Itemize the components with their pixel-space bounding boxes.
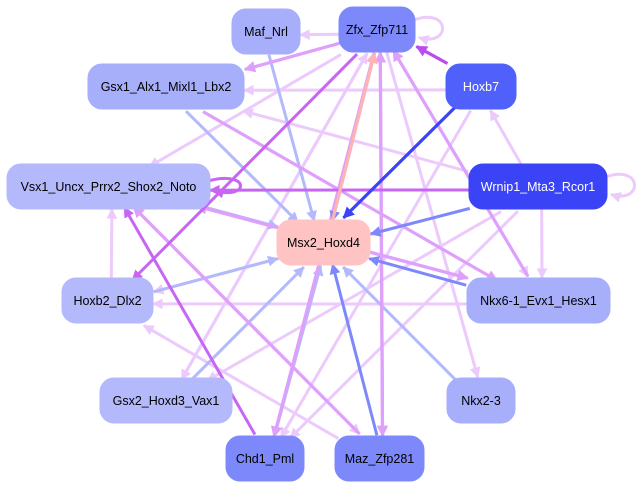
edge-nkx2-to-msx2 — [342, 266, 457, 382]
node-box — [231, 8, 301, 55]
node-label: Msx2_Hoxd4 — [287, 236, 360, 250]
node-label: Maz_Zfp281 — [345, 452, 415, 466]
edge-hoxb7-to-zfx_zfp711 — [415, 45, 449, 65]
node-label: Wrnip1_Mta3_Rcor1 — [481, 180, 595, 194]
node-label: Hoxb2_Dlx2 — [73, 294, 141, 308]
node-label: Hoxb7 — [463, 80, 499, 94]
node-box — [61, 277, 154, 324]
edge-zfx_zfp711-to-gsx1 — [243, 41, 341, 73]
edge-wrnip1-to-hoxb7 — [489, 109, 524, 167]
edge-zfx_zfp711-to-vsx1 — [148, 53, 342, 168]
node-nkx2-3[interactable]: Nkx2-3 — [446, 377, 516, 424]
node-vsx1-uncx-prrx2-shox2-noto[interactable]: Vsx1_Uncx_Prrx2_Shox2_Noto — [6, 163, 211, 210]
node-box — [334, 435, 425, 482]
edge-hoxb7-to-msx2 — [342, 105, 457, 220]
edge-msx2-to-zfx_zfp711 — [330, 51, 378, 222]
self-loop-zfx_zfp711 — [414, 15, 444, 46]
edge-hoxb2-to-msx2 — [153, 255, 279, 294]
edge-maf_nrl-to-msx2 — [267, 54, 317, 222]
node-box — [99, 377, 233, 424]
self-loop-wrnip1 — [606, 172, 636, 203]
node-box — [468, 163, 608, 210]
edge-gsx1-to-nkx6 — [202, 110, 499, 282]
edge-hoxb2-to-vsx1 — [106, 207, 118, 279]
edge-gsx2-to-zfx_zfp711 — [180, 52, 369, 381]
edge-zfx_zfp711-to-nkx2 — [384, 50, 481, 379]
node-label: Gsx1_Alx1_Mixl1_Lbx2 — [101, 80, 232, 94]
edge-maz-to-hoxb2 — [142, 324, 340, 440]
edge-wrnip1-to-gsx2 — [206, 210, 502, 382]
node-nkx6-1-evx1-hesx1[interactable]: Nkx6-1_Evx1_Hesx1 — [466, 277, 611, 324]
node-box — [338, 6, 416, 53]
node-box — [446, 377, 516, 424]
node-box — [6, 163, 211, 210]
node-gsx2-hoxd3-vax1[interactable]: Gsx2_Hoxd3_Vax1 — [99, 377, 233, 424]
node-wrnip1-mta3-rcor1[interactable]: Wrnip1_Mta3_Rcor1 — [468, 163, 608, 210]
edge-hoxb7-to-chd1 — [279, 109, 473, 439]
self-loop-vsx1 — [209, 177, 242, 199]
node-hoxb7[interactable]: Hoxb7 — [445, 63, 517, 110]
node-label: Zfx_Zfp711 — [346, 23, 408, 37]
edge-maz-to-vsx1 — [132, 205, 361, 436]
node-box — [87, 63, 245, 110]
node-box — [445, 63, 517, 110]
node-gsx1-alx1-mixl1-lbx2[interactable]: Gsx1_Alx1_Mixl1_Lbx2 — [87, 63, 245, 110]
edge-wrnip1-to-msx2 — [369, 206, 471, 237]
node-hoxb2-dlx2[interactable]: Hoxb2_Dlx2 — [61, 277, 154, 324]
node-msx2-hoxd4[interactable]: Msx2_Hoxd4 — [276, 219, 371, 266]
node-chd1-pml[interactable]: Chd1_Pml — [225, 435, 305, 482]
edge-gsx1-to-msx2 — [184, 110, 300, 224]
node-label: Vsx1_Uncx_Prrx2_Shox2_Noto — [21, 180, 197, 194]
edge-zfx_zfp711-to-hoxb2 — [131, 53, 359, 282]
nodes-layer: Maf_Nrl Zfx_Zfp711 Gsx1_Alx1_Mixl1_Lbx2 … — [6, 6, 611, 482]
node-maz-zfp281[interactable]: Maz_Zfp281 — [334, 435, 425, 482]
edge-nkx6-to-msx2 — [368, 255, 467, 287]
edge-wrnip1-to-gsx1 — [242, 108, 469, 173]
node-label: Gsx2_Hoxd3_Vax1 — [113, 394, 220, 408]
node-label: Chd1_Pml — [236, 452, 294, 466]
node-label: Nkx2-3 — [461, 394, 501, 408]
edge-chd1-to-vsx1 — [123, 206, 257, 436]
node-maf-nrl[interactable]: Maf_Nrl — [231, 8, 301, 55]
self-loops-layer — [209, 15, 636, 203]
node-label: Maf_Nrl — [244, 25, 288, 39]
edge-zfx_zfp711-to-maf_nrl — [298, 29, 340, 41]
edge-maz-to-zfx_zfp711 — [374, 50, 387, 436]
edge-nkx6-to-zfx_zfp711 — [391, 49, 530, 278]
node-label: Nkx6-1_Evx1_Hesx1 — [480, 294, 597, 308]
node-zfx-zfp711[interactable]: Zfx_Zfp711 — [338, 6, 416, 53]
edge-maz-to-msx2 — [329, 263, 379, 436]
node-box — [466, 277, 611, 324]
node-box — [276, 219, 371, 266]
node-box — [225, 435, 305, 482]
